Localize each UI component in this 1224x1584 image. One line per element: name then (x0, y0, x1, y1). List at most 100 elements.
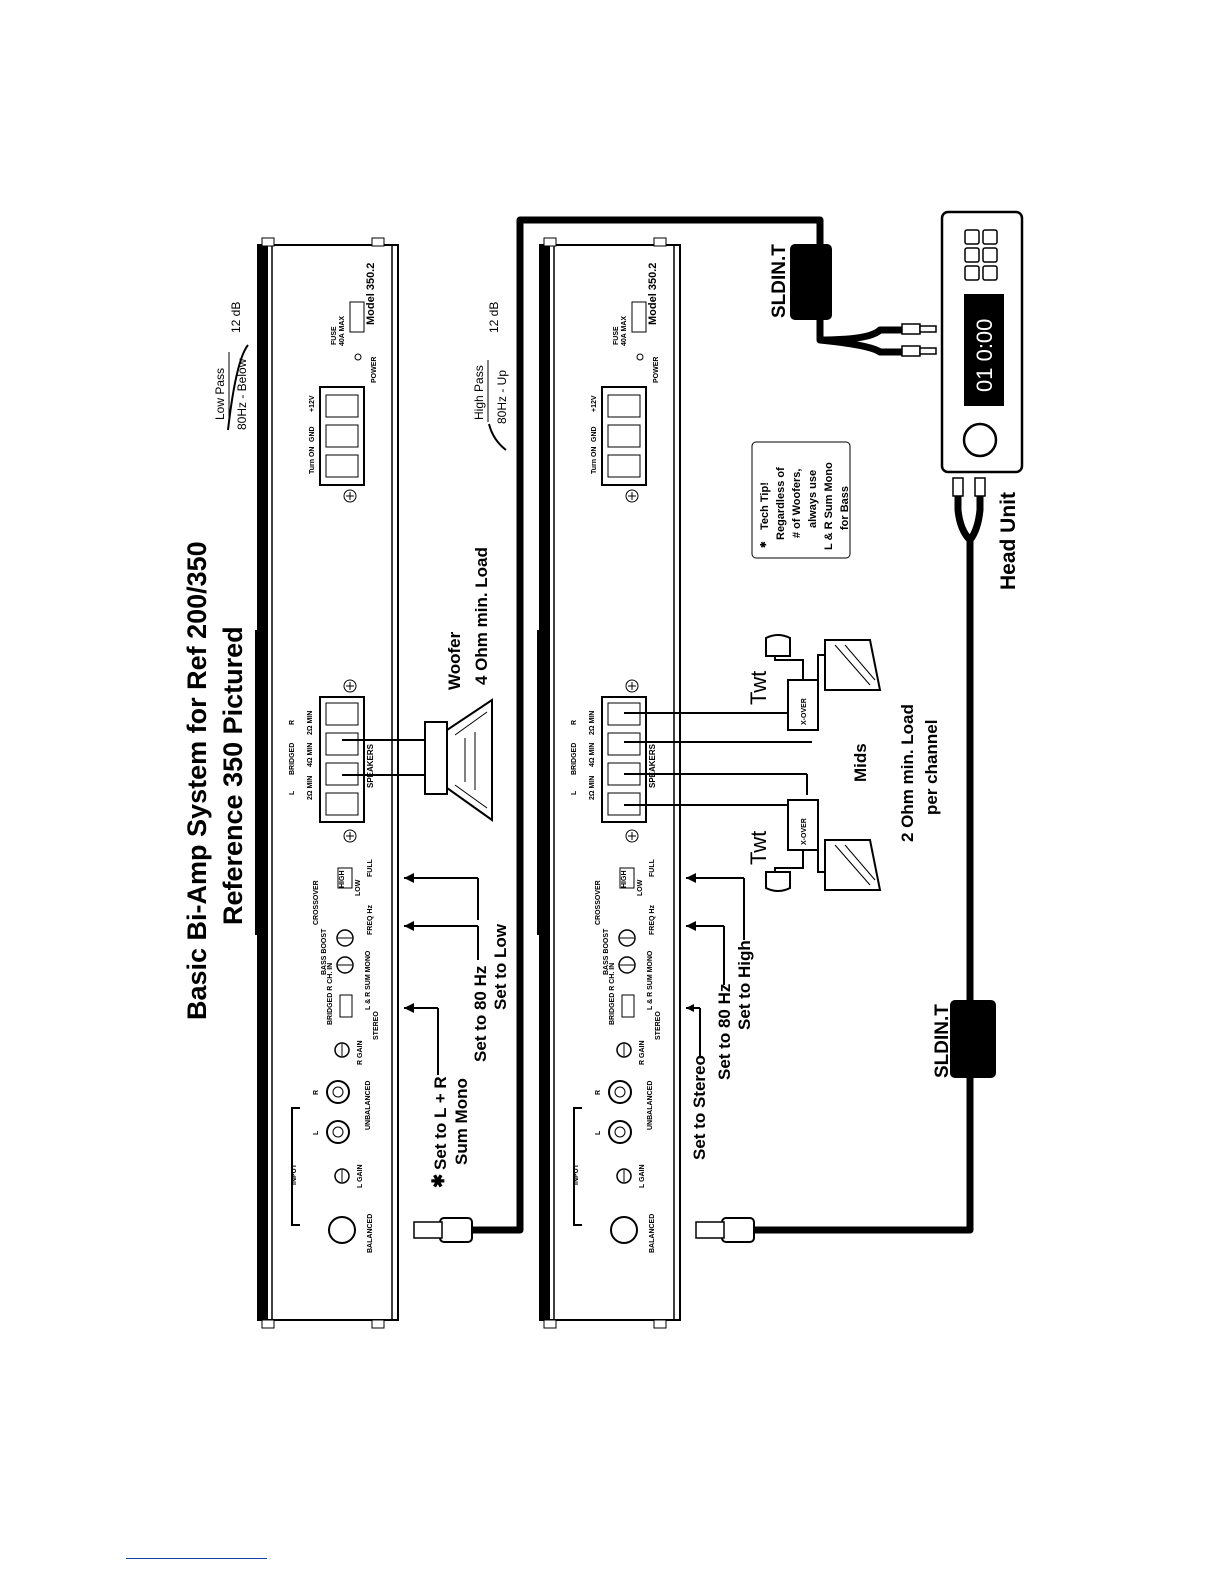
amp-1-settings-notes: Set to Low Set to 80 Hz ✱ Set to L + R S… (404, 873, 510, 1188)
amp-2-turn-on: Turn ON (591, 447, 598, 474)
xover-lower-label: X-OVER (801, 818, 808, 845)
sldin-bottom-module (950, 1000, 996, 1078)
amp-2-xo-full: FULL (649, 858, 656, 877)
amp-2-plus12v: +12V (591, 395, 598, 412)
amp-2-gnd: GND (591, 426, 598, 442)
amp-1-speakers-label: SPEAKERS (366, 743, 375, 788)
tech-tip-line-6: for Bass (839, 486, 851, 530)
tech-tip-line-2: Regardless of (775, 467, 787, 540)
footer-rule (126, 1558, 267, 1559)
head-unit-label: Head Unit (997, 492, 1020, 590)
mids-speakers: X-OVER Twt X-OVER Twt Mids 2 Ohm min. Lo… (624, 634, 941, 892)
amp-1-4ohm: 4Ω MIN (307, 743, 314, 767)
amp-1-2ohm-l: 2Ω MIN (307, 776, 314, 800)
sldin-bottom-label: SLDIN.T (932, 1004, 953, 1078)
amp-2-4ohm: 4Ω MIN (589, 743, 596, 767)
amp-2-in-r: R (595, 1090, 602, 1095)
amp-1-in-r: R (313, 1090, 320, 1095)
title-line-1: Basic Bi-Amp System for Ref 200/350 (182, 541, 212, 1020)
amp-1-note-sum-mono-1: Set to L + R (431, 1076, 450, 1170)
tech-tip-line-5: L & R Sum Mono (823, 462, 835, 550)
tweeter-lower-label: Twt (746, 831, 771, 865)
amp-2-bridged-rch: BRIDGED R CH. IN (609, 963, 616, 1025)
amp-1-power-led (354, 353, 362, 361)
amp-1-din-plug (439, 1217, 473, 1243)
sldin-top-module (790, 244, 832, 320)
amp-2-2ohm-l: 2Ω MIN (589, 776, 596, 800)
amp-1-r-gain: R GAIN (357, 1041, 364, 1066)
tech-tip-box: ✱ Tech Tip! Regardless of # of Woofers, … (751, 441, 851, 559)
tech-tip-star: ✱ (759, 541, 768, 548)
mids-label: Mids (851, 743, 870, 782)
amp-2-2ohm-r: 2Ω MIN (589, 711, 596, 735)
amp-2-note-high: Set to High (735, 940, 754, 1030)
amp-1-note-sum-mono-2: Sum Mono (452, 1078, 471, 1165)
amp-2-mode-switch (621, 994, 635, 1018)
high-pass-range: 80Hz - Up (495, 370, 509, 424)
amp-2-xo-switch (619, 867, 635, 889)
amp-2-fuse-rating: 40A MAX (621, 316, 628, 346)
amp-2-freq-label: FREQ Hz (649, 905, 656, 935)
low-pass-label: Low Pass (213, 368, 227, 420)
amp-2-model: Model 350.2 (647, 263, 659, 325)
amp-1-xo-low: LOW (355, 879, 362, 896)
tweeter-upper-icon (765, 634, 791, 657)
amp-2-speakers-label: SPEAKERS (648, 743, 657, 788)
amp-1-gnd: GND (309, 426, 316, 442)
low-pass-range: 80Hz - Below (235, 358, 249, 430)
tweeter-upper-label: Twt (746, 671, 771, 705)
amp-2-stereo: STEREO (655, 1011, 662, 1040)
amplifier-1: Model 350.2 FUSE 40A MAX POWER +12V GND … (255, 237, 399, 1329)
tech-tip-line-4: always use (807, 470, 819, 528)
amp-1-crossover-label: CROSSOVER (313, 880, 320, 925)
amp-2-bridged-label: BRIDGED (571, 743, 578, 775)
sldin-top-label: SLDIN.T (769, 244, 790, 318)
amp-2-crossover-label: CROSSOVER (595, 880, 602, 925)
low-pass-filter-note: Low Pass 80Hz - Below 12 dB (213, 302, 249, 431)
amp-2-lr-sum-mono: L & R SUM MONO (647, 950, 654, 1010)
amp-2-fuse-label: FUSE (613, 326, 620, 345)
amp-1-l-gain: L GAIN (357, 1164, 364, 1188)
high-pass-slope: 12 dB (487, 302, 501, 333)
amp-2-spk-r: R (571, 720, 578, 725)
amp-1-spk-l: L (289, 790, 296, 795)
amp-2-settings-notes: Set to High Set to 80 Hz Set to Stereo (686, 873, 754, 1160)
amp-2-r-gain: R GAIN (639, 1041, 646, 1066)
head-unit-display-text: 01 0:00 (972, 319, 997, 392)
amp-2-spk-l: L (571, 790, 578, 795)
high-pass-label: High Pass (472, 365, 486, 420)
mids-load-1: 2 Ohm min. Load (898, 704, 917, 842)
amplifier-2: Model 350.2 FUSE 40A MAX POWER +12V GND … (537, 237, 681, 1329)
amp-2-xo-high: HIGH (621, 871, 628, 889)
amp-1-stereo: STEREO (373, 1011, 380, 1040)
title-line-2: Reference 350 Pictured (218, 626, 248, 925)
amp-1-in-l: L (313, 1130, 320, 1135)
mids-load-2: per channel (922, 720, 941, 815)
woofer-label: Woofer (445, 631, 464, 690)
amp-1-unbalanced: UNBALANCED (365, 1081, 372, 1130)
amp-2-note-80hz: Set to 80 Hz (715, 984, 734, 1080)
amp-1-balanced: BALANCED (367, 1214, 374, 1253)
head-unit-button-icon (964, 229, 980, 245)
amp-1-2ohm-r: 2Ω MIN (307, 711, 314, 735)
amp-1-note-80hz: Set to 80 Hz (471, 966, 490, 1062)
amp-1-turn-on: Turn ON (309, 447, 316, 474)
high-pass-filter-note: High Pass 80Hz - Up 12 dB (472, 302, 509, 451)
amp-2-input: INPUT (573, 1163, 580, 1185)
head-unit-display (964, 294, 1004, 406)
amp-1-fuse-rating: 40A MAX (339, 316, 346, 346)
amp-1-balanced-input (328, 1216, 356, 1244)
amp-1-model: Model 350.2 (365, 263, 377, 325)
amp-1-note-low: Set to Low (491, 923, 510, 1010)
amp-2-note-stereo: Set to Stereo (690, 1055, 709, 1160)
amp-1-xo-high: HIGH (339, 871, 346, 889)
amp-1-freq-label: FREQ Hz (367, 905, 374, 935)
amp-2-power-label: POWER (653, 357, 660, 383)
woofer-load: 4 Ohm min. Load (472, 547, 491, 685)
tech-tip-line-3: # of Woofers, (791, 469, 803, 538)
head-unit: 01 0:00 Head Unit (940, 210, 1024, 590)
amp-1-note-star: ✱ (429, 1174, 448, 1188)
amp-2-xo-low: LOW (637, 879, 644, 896)
signal-cables: SLDIN.T SLDIN.T (413, 216, 996, 1243)
